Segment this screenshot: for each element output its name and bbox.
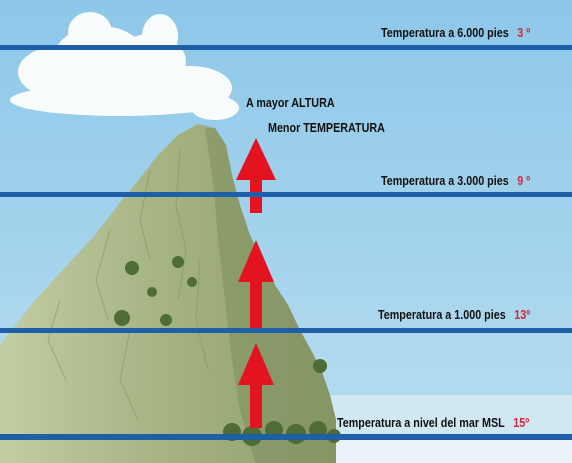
- level-label-3000: Temperatura a 3.000 pies 9 º: [381, 174, 530, 188]
- level-label-sea-level: Temperatura a nivel del mar MSL 15º: [337, 416, 529, 430]
- altitude-bands: [0, 45, 572, 440]
- up-arrow-top: [236, 138, 276, 213]
- annotation-higher-altitude: A mayor ALTURA: [246, 96, 335, 110]
- level-label-text: Temperatura a 1.000 pies: [378, 308, 506, 322]
- mountain-texture: [47, 149, 209, 421]
- level-label-6000: Temperatura a 6.000 pies 3 º: [381, 26, 530, 40]
- level-label-text: Temperatura a nivel del mar MSL: [337, 416, 505, 430]
- band-6000: [0, 45, 572, 50]
- level-temperature: 9 º: [517, 174, 531, 188]
- mountain-shadow: [205, 128, 336, 463]
- level-temperature: 13º: [514, 308, 531, 322]
- level-label-text: Temperatura a 3.000 pies: [381, 174, 509, 188]
- level-label-1000: Temperatura a 1.000 pies 13º: [378, 308, 530, 322]
- sea: [300, 395, 572, 435]
- band-3000: [0, 192, 572, 197]
- level-temperature: 3 º: [517, 26, 531, 40]
- altitude-arrows: [236, 138, 276, 428]
- up-arrow-bottom: [238, 343, 274, 428]
- annotation-lower-temperature: Menor TEMPERATURA: [268, 121, 385, 135]
- level-label-text: Temperatura a 6.000 pies: [381, 26, 509, 40]
- level-temperature: 15º: [513, 416, 530, 430]
- up-arrow-middle: [238, 240, 274, 330]
- band-1000: [0, 328, 572, 333]
- band-sea-level: [0, 434, 572, 440]
